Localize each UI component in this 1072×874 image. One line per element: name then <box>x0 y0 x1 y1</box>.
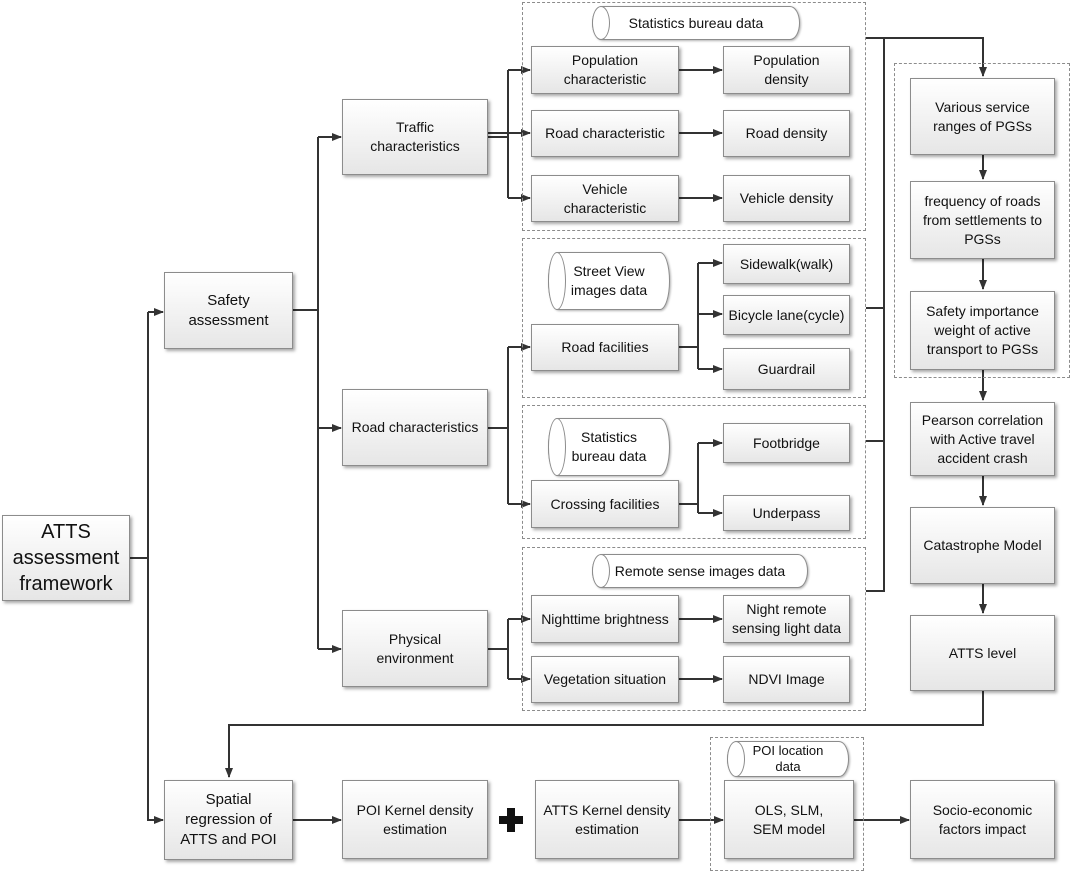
node-vehicle-characteristic: Vehicle characteristic <box>531 175 679 222</box>
group-poi-location <box>710 737 864 871</box>
node-spatial-regression: Spatial regression of ATTS and POI <box>164 780 293 860</box>
group-right-chain <box>894 63 1070 378</box>
node-underpass: Underpass <box>723 495 850 531</box>
node-atts-level: ATTS level <box>910 615 1055 691</box>
connector-roadfac <box>679 263 699 369</box>
arrow-root-spatial <box>147 558 164 824</box>
node-catastrophe-model: Catastrophe Model <box>910 507 1055 584</box>
source-statistics-bureau-2: Statistics bureau data <box>548 418 670 476</box>
source-street-view: Street View images data <box>548 252 670 310</box>
node-road-facilities: Road facilities <box>531 324 679 371</box>
group-statistics-bureau-2 <box>522 405 866 539</box>
node-footbridge: Footbridge <box>723 423 850 463</box>
connector-road <box>488 347 509 504</box>
arrow-level-spatial <box>225 691 984 778</box>
node-poi-kernel-density: POI Kernel density estimation <box>342 780 488 859</box>
node-service-ranges: Various service ranges of PGSs <box>910 78 1055 155</box>
source-remote-sense: Remote sense images data <box>592 554 808 588</box>
node-safety-importance-weight: Safety importance weight of active trans… <box>910 291 1055 370</box>
node-guardrail: Guardrail <box>723 348 850 390</box>
node-road-characteristics: Road characteristics <box>342 389 488 466</box>
plus-icon <box>499 808 523 832</box>
node-road-density: Road density <box>723 110 850 157</box>
node-road-characteristic: Road characteristic <box>531 110 679 157</box>
node-nighttime-brightness: Nighttime brightness <box>531 595 679 643</box>
node-frequency-of-roads: frequency of roads from settlements to P… <box>910 181 1055 259</box>
node-bicycle-lane: Bicycle lane(cycle) <box>723 295 850 335</box>
group-remote-sense <box>522 547 866 711</box>
node-population-density: Population density <box>723 46 850 94</box>
group-street-view <box>522 238 866 398</box>
node-ols-slm-sem: OLS, SLM, SEM model <box>724 780 854 859</box>
connector-groups-right <box>866 37 885 592</box>
node-crossing-facilities: Crossing facilities <box>531 480 679 528</box>
node-ndvi-image: NDVI Image <box>723 656 850 703</box>
node-atts-kernel-density: ATTS Kernel density estimation <box>535 780 679 859</box>
node-population-characteristic: Population characteristic <box>531 46 679 94</box>
group-statistics-bureau <box>522 2 866 231</box>
node-vegetation-situation: Vegetation situation <box>531 656 679 703</box>
root-atts-framework: ATTS assessment framework <box>2 515 130 601</box>
connector-physical <box>488 619 509 679</box>
node-pearson-correlation: Pearson correlation with Active travel a… <box>910 402 1055 476</box>
node-physical-environment: Physical environment <box>342 610 488 687</box>
connector-safety <box>293 137 319 311</box>
source-poi-location: POI location data <box>727 741 849 777</box>
node-night-remote-sensing: Night remote sensing light data <box>723 595 850 643</box>
node-safety-assessment: Safety assessment <box>164 272 293 349</box>
node-vehicle-density: Vehicle density <box>723 175 850 222</box>
connector-root <box>130 312 149 559</box>
connector-cross <box>679 443 699 513</box>
node-traffic-characteristics: Traffic characteristics <box>342 99 488 175</box>
node-sidewalk: Sidewalk(walk) <box>723 244 850 284</box>
source-statistics-bureau: Statistics bureau data <box>592 6 800 40</box>
node-socio-economic-impact: Socio-economic factors impact <box>910 780 1055 859</box>
